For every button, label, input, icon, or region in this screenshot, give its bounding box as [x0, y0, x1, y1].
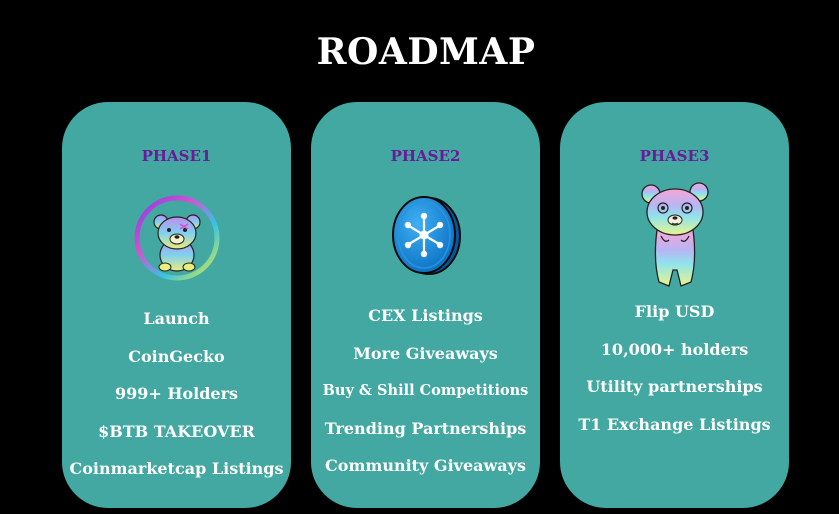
phase-card-1: PHASE1 [62, 102, 291, 508]
phase-card-3: PHASE3 [560, 102, 789, 508]
list-item: Trending Partnerships [324, 418, 527, 438]
list-item: $BTB TAKEOVER [98, 421, 255, 441]
blue-network-coin-icon [389, 195, 463, 277]
list-item: Coinmarketcap Listings [69, 459, 284, 478]
list-item: More Giveaways [353, 343, 498, 363]
phase-label: PHASE3 [639, 147, 710, 165]
phase-items: Flip USD 10,000+ holders Utility partner… [560, 300, 789, 450]
list-item: Buy & Shill Competitions [322, 382, 529, 399]
phase-label: PHASE2 [390, 147, 461, 165]
bear-coin-icon [132, 195, 222, 281]
phase-items: Launch CoinGecko 999+ Holders $BTB TAKEO… [62, 307, 291, 495]
list-item: Utility partnerships [586, 377, 763, 396]
list-item: Community Giveaways [325, 456, 526, 475]
list-item: T1 Exchange Listings [578, 414, 771, 434]
list-item: Launch [143, 309, 210, 328]
page-title: ROADMAP [316, 31, 536, 73]
list-item: Flip USD [634, 302, 715, 321]
list-item: 10,000+ holders [600, 339, 749, 359]
list-item: 999+ Holders [114, 384, 239, 403]
phase-label: PHASE1 [141, 147, 212, 165]
pastel-bear-icon [639, 182, 711, 292]
phase-items: CEX Listings More Giveaways Buy & Shill … [311, 304, 540, 492]
list-item: CoinGecko [128, 346, 225, 366]
list-item: CEX Listings [368, 306, 483, 325]
phase-card-2: PHASE2 [311, 102, 540, 508]
